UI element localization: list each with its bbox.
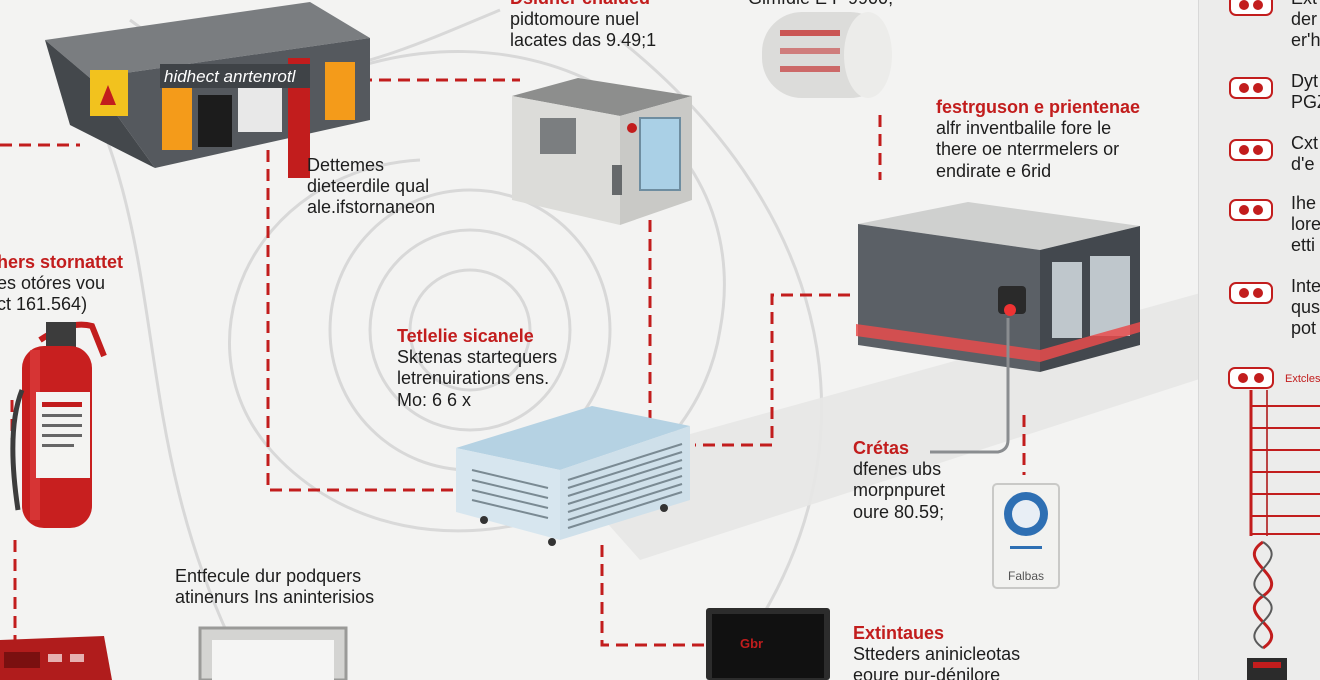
label-bottom-left-line-2: atinenurs Ins aninterisios — [175, 587, 375, 608]
sidebar-item-4-line-2: lore — [1291, 214, 1320, 235]
label-right-badge-line-3: oure 80.59; — [853, 501, 945, 522]
sidebar-item-1-text: Ext der er'h — [1291, 0, 1320, 52]
alarm-bell-icon — [1229, 282, 1273, 304]
sidebar-item-5-line-1: Inte — [1291, 276, 1320, 296]
label-center-unit: Tetlelie sicanele Sktenas startequers le… — [397, 326, 557, 411]
label-bottom-right: Extintaues Stteders aninicleotas eoure p… — [853, 623, 1020, 680]
sidebar-item-5-line-2: qus — [1291, 297, 1320, 318]
alarm-bell-icon — [1229, 139, 1273, 161]
svg-text:hidhect anrtenrotl: hidhect anrtenrotl — [164, 67, 297, 86]
sidebar-item-5-text: Inte qus pot — [1291, 276, 1320, 340]
label-top-center-title: Dsidner chaided — [510, 0, 656, 9]
label-top-center: Dsidner chaided pidtomoure nuel lacates … — [510, 0, 656, 52]
svg-text:Gbr: Gbr — [740, 636, 763, 651]
sidebar-item-1-line-3: er'h — [1291, 30, 1320, 51]
label-right-feature-title: festrguson e prientenae — [936, 97, 1141, 117]
label-bottom-right-line-1: Stteders aninicleotas — [853, 644, 1021, 665]
sidebar-item-2-text: Dyt PGZ — [1291, 71, 1320, 113]
label-bottom-right-line-2: eoure pur-dénilore — [853, 665, 1001, 680]
label-left-storage-line-1: es otóres vou — [0, 273, 106, 294]
label-right-badge-line-2: morpnpuret — [853, 480, 946, 501]
label-left-storage-line-2: ct 161.564) — [0, 294, 88, 315]
ventilation-unit-illustration — [456, 406, 690, 546]
sidebar-ladder-graphic: Extcles — [1228, 367, 1320, 680]
sidebar-item-4-line-3: etti — [1291, 235, 1316, 256]
label-center-unit-line-2: letrenuirations ens. — [397, 368, 550, 389]
monitor-illustration — [198, 626, 348, 680]
label-right-feature-line-3: endirate e 6rid — [936, 160, 1052, 181]
control-box-illustration — [856, 202, 1140, 454]
sidebar-item-5-line-3: pot — [1291, 318, 1317, 339]
label-center-unit-line-1: Sktenas startequers — [397, 347, 558, 368]
alarm-panel-illustration — [0, 636, 112, 680]
label-bottom-right-title: Extintaues — [853, 623, 945, 643]
sidebar-item-4-text: Ihe lore etti — [1291, 193, 1320, 257]
label-right-feature-line-2: there oe nterrmelers or — [936, 139, 1120, 160]
label-right-badge-title: Crétas — [853, 438, 910, 458]
alarm-bell-icon — [1229, 199, 1273, 221]
sidebar-item-1-line-2: der — [1291, 9, 1318, 30]
sidebar-item-2-line-2: PGZ — [1291, 92, 1320, 113]
svg-text:Falbas: Falbas — [1008, 569, 1044, 583]
alarm-bell-icon — [1229, 0, 1273, 16]
label-right-feature-line-1: alfr inventbalile fore le — [936, 118, 1112, 139]
spray-can-illustration — [762, 12, 892, 98]
laptop-illustration: Gbr — [706, 608, 830, 680]
alarm-bell-icon — [1228, 367, 1274, 389]
label-left-detector-line-3: ale.ifstornaneon — [307, 197, 436, 218]
badge-illustration: Falbas — [992, 483, 1060, 589]
sidebar-item-4-line-1: Ihe — [1291, 193, 1317, 213]
connector-lines — [0, 78, 1026, 647]
label-left-storage: hers stornattet es otóres vou ct 161.564… — [0, 252, 123, 316]
alarm-bell-icon — [1229, 77, 1273, 99]
label-center-unit-line-3: Mo: 6 6 x — [397, 389, 472, 410]
label-center-unit-title: Tetlelie sicanele — [397, 326, 534, 346]
label-top-right-cut-line-1: Gimfdie E F 9900, — [748, 0, 893, 9]
fire-extinguisher-illustration — [10, 321, 107, 528]
sidebar-item-3-text: Cxt d'e c — [1291, 133, 1320, 175]
label-left-detector-line-1: Dettemes — [307, 155, 385, 175]
label-right-badge-line-1: dfenes ubs — [853, 459, 942, 480]
sidebar-legend: Ext der er'h Dyt PGZ Cxt d'e c — [1198, 0, 1320, 680]
svg-text:Extcles: Extcles — [1285, 373, 1320, 385]
label-bottom-left-line-1: Entfecule dur podquers — [175, 566, 362, 586]
sidebar-item-1-line-1: Ext — [1291, 0, 1320, 9]
label-right-feature: festrguson e prientenae alfr inventbalil… — [936, 97, 1140, 182]
label-left-storage-title: hers stornattet — [0, 252, 124, 272]
label-right-badge: Crétas dfenes ubs morpnpuret oure 80.59; — [853, 438, 945, 523]
label-top-center-line-2: lacates das 9.49;1 — [510, 30, 657, 51]
label-left-detector-line-2: dieteerdile qual — [307, 176, 430, 197]
sidebar-item-3-line-2: d'e c — [1291, 154, 1320, 175]
sidebar-item-3-line-1: Cxt — [1291, 133, 1318, 153]
label-bottom-left: Entfecule dur podquers atinenurs Ins ani… — [175, 566, 374, 608]
building-illustration: hidhect anrtenrotl — [45, 2, 370, 178]
label-top-right-cut: Gimfdie E F 9900, — [748, 0, 893, 9]
sidebar-item-2-line-1: Dyt — [1291, 71, 1318, 91]
cabinet-illustration — [512, 78, 692, 225]
label-top-center-line-1: pidtomoure nuel — [510, 9, 640, 30]
label-left-detector: Dettemes dieteerdile qual ale.ifstornane… — [307, 155, 435, 219]
